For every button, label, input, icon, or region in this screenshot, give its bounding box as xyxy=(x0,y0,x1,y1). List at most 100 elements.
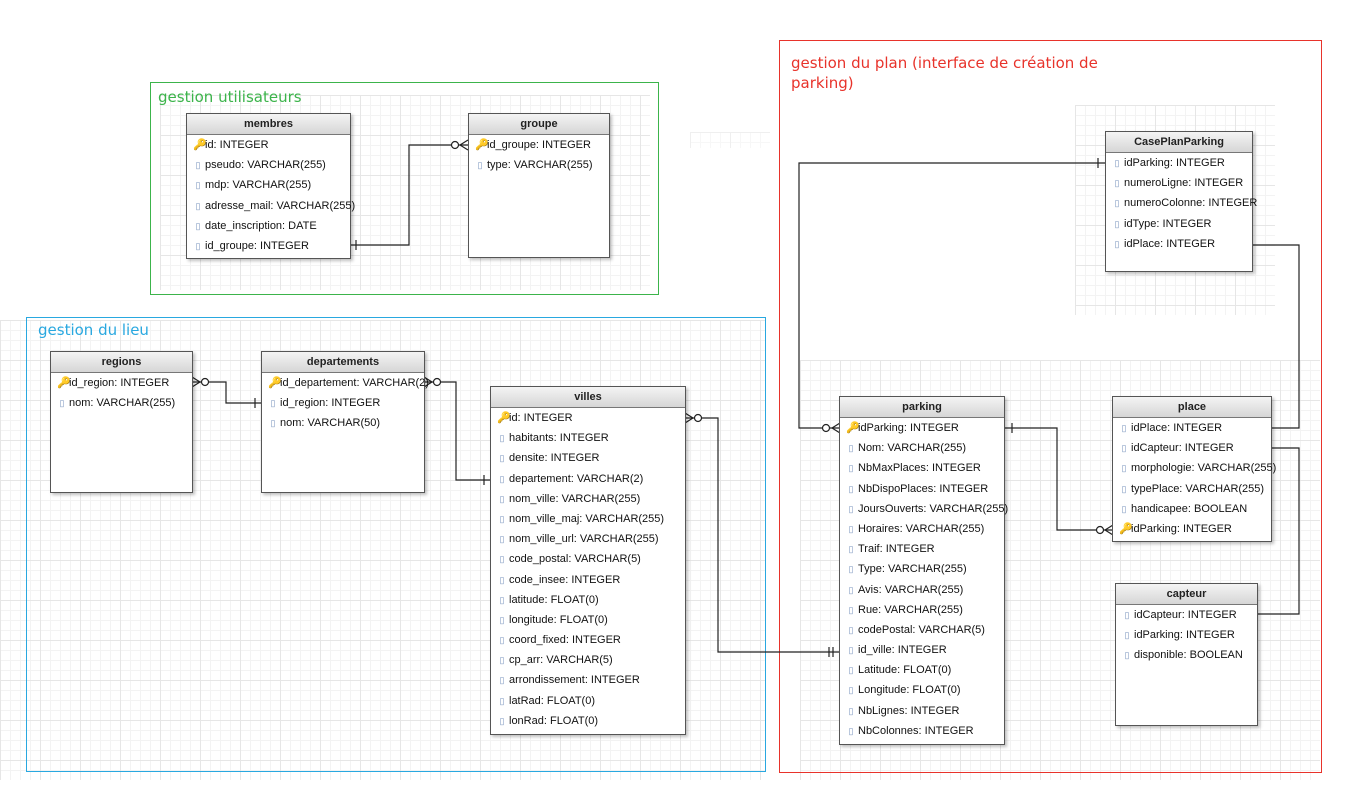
table-field[interactable]: ▯nom_ville_maj: VARCHAR(255) xyxy=(491,509,685,529)
table-field[interactable]: ▯idType: INTEGER xyxy=(1106,214,1252,234)
table-field[interactable]: ▯latRad: FLOAT(0) xyxy=(491,691,685,711)
table-field[interactable]: ▯coord_fixed: INTEGER xyxy=(491,630,685,650)
table-field[interactable]: ▯latitude: FLOAT(0) xyxy=(491,590,685,610)
column-icon: ▯ xyxy=(499,554,505,565)
table-field[interactable]: ▯departement: VARCHAR(2) xyxy=(491,469,685,489)
field-label: type: VARCHAR(255) xyxy=(487,159,593,172)
table-field[interactable]: 🔑id: INTEGER xyxy=(491,408,685,428)
table-field[interactable]: ▯handicapee: BOOLEAN xyxy=(1113,499,1271,519)
table-field[interactable]: ▯Rue: VARCHAR(255) xyxy=(840,600,1004,620)
table-field[interactable]: ▯densite: INTEGER xyxy=(491,448,685,468)
column-icon: ▯ xyxy=(848,584,854,595)
table-field[interactable]: ▯lonRad: FLOAT(0) xyxy=(491,711,685,731)
table-field[interactable]: ▯Nom: VARCHAR(255) xyxy=(840,438,1004,458)
table-field[interactable]: ▯nom_ville: VARCHAR(255) xyxy=(491,489,685,509)
table-field[interactable]: ▯mdp: VARCHAR(255) xyxy=(187,175,350,195)
table-regions[interactable]: regions🔑id_region: INTEGER▯nom: VARCHAR(… xyxy=(50,351,193,493)
table-field[interactable]: ▯idCapteur: INTEGER xyxy=(1116,605,1257,625)
table-field[interactable]: ▯typePlace: VARCHAR(255) xyxy=(1113,479,1271,499)
table-field[interactable]: ▯disponible: BOOLEAN xyxy=(1116,645,1257,665)
table-field[interactable]: ▯Type: VARCHAR(255) xyxy=(840,559,1004,579)
table-field[interactable]: ▯habitants: INTEGER xyxy=(491,428,685,448)
table-field[interactable]: 🔑idParking: INTEGER xyxy=(1113,519,1271,539)
field-label: NbDispoPlaces: INTEGER xyxy=(858,482,989,495)
table-field[interactable]: ▯idParking: INTEGER xyxy=(1116,625,1257,645)
table-field[interactable]: ▯NbDispoPlaces: INTEGER xyxy=(840,479,1004,499)
table-field[interactable]: ▯idPlace: INTEGER xyxy=(1113,418,1271,438)
field-label: mdp: VARCHAR(255) xyxy=(205,179,312,192)
column-icon: ▯ xyxy=(499,574,505,585)
table-parking[interactable]: parking🔑idParking: INTEGER▯Nom: VARCHAR(… xyxy=(839,396,1009,745)
table-header[interactable]: departements xyxy=(262,352,424,373)
table-field[interactable]: 🔑id_groupe: INTEGER xyxy=(469,135,609,155)
table-capteur[interactable]: capteur▯idCapteur: INTEGER▯idParking: IN… xyxy=(1115,583,1258,726)
table-place[interactable]: place▯idPlace: INTEGER▯idCapteur: INTEGE… xyxy=(1112,396,1277,542)
table-field[interactable]: ▯type: VARCHAR(255) xyxy=(469,155,609,175)
table-groupe[interactable]: groupe🔑id_groupe: INTEGER▯type: VARCHAR(… xyxy=(468,113,610,258)
table-field[interactable]: ▯nom: VARCHAR(50) xyxy=(262,413,424,433)
table-field[interactable]: ▯arrondissement: INTEGER xyxy=(491,670,685,690)
column-icon: ▯ xyxy=(848,503,854,514)
table-field[interactable]: ▯nom_ville_url: VARCHAR(255) xyxy=(491,529,685,549)
table-field[interactable]: ▯id_groupe: INTEGER xyxy=(187,236,350,256)
table-field[interactable]: ▯Horaires: VARCHAR(255) xyxy=(840,519,1004,539)
field-label: id: INTEGER xyxy=(509,412,573,424)
table-field[interactable]: ▯adresse_mail: VARCHAR(255) xyxy=(187,196,356,216)
column-icon: ▯ xyxy=(848,523,854,534)
table-field[interactable]: ▯Avis: VARCHAR(255) xyxy=(840,580,1004,600)
column-icon: ▯ xyxy=(499,675,505,686)
field-label: typePlace: VARCHAR(255) xyxy=(1131,482,1265,495)
table-field[interactable]: ▯idParking: INTEGER xyxy=(1106,153,1252,173)
table-field[interactable]: ▯idCapteur: INTEGER xyxy=(1113,438,1271,458)
table-departements[interactable]: departements🔑id_departement: VARCHAR(2)▯… xyxy=(261,351,429,493)
table-header[interactable]: villes xyxy=(491,387,685,408)
table-field[interactable]: ▯code_postal: VARCHAR(5) xyxy=(491,549,685,569)
field-label: latRad: FLOAT(0) xyxy=(509,694,595,707)
table-field[interactable]: ▯NbMaxPlaces: INTEGER xyxy=(840,458,1004,478)
table-field[interactable]: ▯date_inscription: DATE xyxy=(187,216,350,236)
table-field[interactable]: ▯id_ville: INTEGER xyxy=(840,640,1004,660)
table-villes[interactable]: villes🔑id: INTEGER▯habitants: INTEGER▯de… xyxy=(490,386,686,735)
table-field[interactable]: ▯numeroLigne: INTEGER xyxy=(1106,173,1252,193)
table-field[interactable]: ▯morphologie: VARCHAR(255) xyxy=(1113,458,1277,478)
table-membres[interactable]: membres🔑id: INTEGER▯pseudo: VARCHAR(255)… xyxy=(186,113,356,259)
key-icon: 🔑 xyxy=(846,422,860,434)
table-field[interactable]: 🔑id: INTEGER xyxy=(187,135,350,155)
table-field[interactable]: ▯Longitude: FLOAT(0) xyxy=(840,680,1004,700)
field-label: id_ville: INTEGER xyxy=(858,644,947,657)
table-header[interactable]: CasePlanParking xyxy=(1106,132,1252,153)
column-icon: ▯ xyxy=(499,493,505,504)
table-header[interactable]: membres xyxy=(187,114,350,135)
table-header[interactable]: capteur xyxy=(1116,584,1257,605)
field-label: longitude: FLOAT(0) xyxy=(509,613,608,626)
table-header[interactable]: regions xyxy=(51,352,192,373)
table-field[interactable]: ▯pseudo: VARCHAR(255) xyxy=(187,155,350,175)
table-field[interactable]: ▯numeroColonne: INTEGER xyxy=(1106,193,1258,213)
table-field[interactable]: ▯id_region: INTEGER xyxy=(262,393,424,413)
group-label-plan: gestion du plan (interface de création d… xyxy=(791,54,1098,92)
table-field[interactable]: 🔑idParking: INTEGER xyxy=(840,418,1004,438)
table-field[interactable]: ▯JoursOuverts: VARCHAR(255) xyxy=(840,499,1009,519)
table-field[interactable]: ▯code_insee: INTEGER xyxy=(491,570,685,590)
table-field[interactable]: 🔑id_region: INTEGER xyxy=(51,373,192,393)
table-field[interactable]: 🔑id_departement: VARCHAR(2) xyxy=(262,373,429,393)
field-label: idType: INTEGER xyxy=(1124,217,1212,230)
group-label-utilisateurs: gestion utilisateurs xyxy=(158,88,302,106)
table-field[interactable]: ▯idPlace: INTEGER xyxy=(1106,234,1252,254)
table-header[interactable]: parking xyxy=(840,397,1004,418)
field-label: Traif: INTEGER xyxy=(858,543,935,556)
table-field[interactable]: ▯Traif: INTEGER xyxy=(840,539,1004,559)
table-field[interactable]: ▯longitude: FLOAT(0) xyxy=(491,610,685,630)
column-icon: ▯ xyxy=(195,220,201,231)
table-field[interactable]: ▯NbColonnes: INTEGER xyxy=(840,721,1004,741)
table-field[interactable]: ▯codePostal: VARCHAR(5) xyxy=(840,620,1004,640)
table-field[interactable]: ▯NbLignes: INTEGER xyxy=(840,701,1004,721)
table-header[interactable]: groupe xyxy=(469,114,609,135)
field-label: id: INTEGER xyxy=(205,139,269,151)
table-header[interactable]: place xyxy=(1113,397,1271,418)
column-icon: ▯ xyxy=(195,240,201,251)
table-field[interactable]: ▯nom: VARCHAR(255) xyxy=(51,393,192,413)
table-caseplanparking[interactable]: CasePlanParking▯idParking: INTEGER▯numer… xyxy=(1105,131,1258,272)
table-field[interactable]: ▯Latitude: FLOAT(0) xyxy=(840,660,1004,680)
table-field[interactable]: ▯cp_arr: VARCHAR(5) xyxy=(491,650,685,670)
